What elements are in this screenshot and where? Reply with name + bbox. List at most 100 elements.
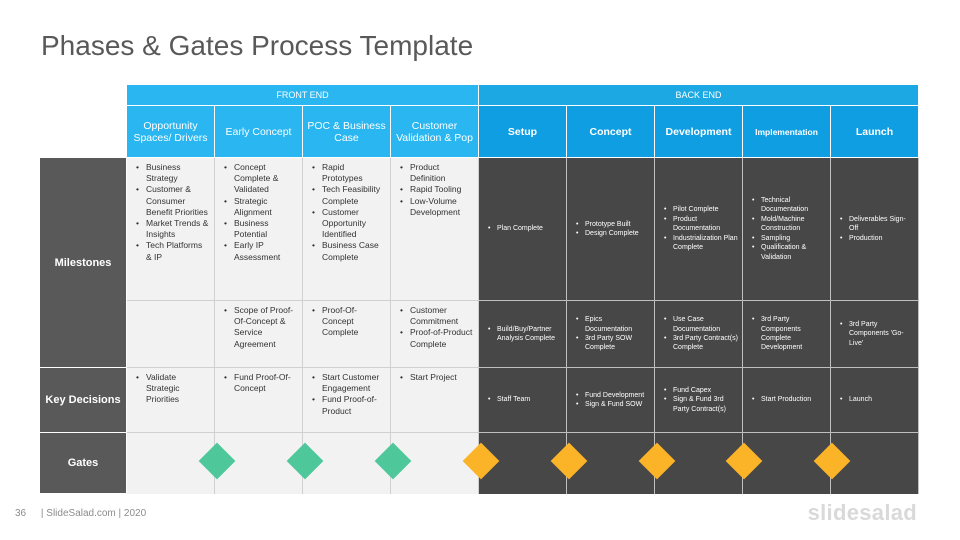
header-opportunity: Opportunity Spaces/ Drivers	[127, 106, 215, 158]
bullet-list: Fund CapexSign & Fund 3rd Party Contract…	[661, 386, 738, 414]
bullet-item: Industrialization Plan Complete	[661, 234, 738, 253]
bullet-item: Product Definition	[397, 162, 474, 184]
bullet-item: Sign & Fund 3rd Party Contract(s)	[661, 395, 738, 414]
milestone-a-cell: Prototype BuiltDesign Complete	[567, 158, 655, 301]
header-launch: Launch	[831, 106, 919, 158]
bullet-item: Fund Development	[573, 391, 644, 401]
key-decision-cell: Start Customer EngagementFund Proof-of-P…	[303, 368, 391, 433]
bullet-item: Fund Capex	[661, 386, 738, 396]
bullet-list: Fund DevelopmentSign & Fund SOW	[573, 391, 644, 410]
bullet-list: Pilot CompleteProduct DocumentationIndus…	[661, 205, 738, 252]
bullet-item: Start Project	[397, 372, 474, 383]
row-label-key-decisions: Key Decisions	[40, 368, 127, 433]
bullet-item: Sign & Fund SOW	[573, 400, 644, 410]
bullet-item: Scope of Proof-Of-Concept & Service Agre…	[221, 305, 298, 350]
bullet-list: Scope of Proof-Of-Concept & Service Agre…	[221, 305, 298, 350]
key-decision-cell: Fund CapexSign & Fund 3rd Party Contract…	[655, 368, 743, 433]
bullet-item: Build/Buy/Partner Analysis Complete	[485, 325, 562, 344]
bullet-list: 3rd Party Components Complete Developmen…	[749, 315, 826, 353]
bullet-item: Rapid Prototypes	[309, 162, 386, 184]
bullet-list: Business StrategyCustomer & Consumer Ben…	[133, 162, 210, 263]
bullet-item: Customer & Consumer Benefit Priorities	[133, 184, 210, 218]
milestone-a-cell: Plan Complete	[479, 158, 567, 301]
row-label-milestones: Milestones	[40, 158, 127, 368]
header-implementation: Implementation	[743, 106, 831, 158]
bullet-item: Business Potential	[221, 218, 298, 240]
bullet-item: Tech Platforms & IP	[133, 240, 210, 262]
bullet-list: Use Case Documentation3rd Party Contract…	[661, 315, 738, 353]
milestone-a-cell: Pilot CompleteProduct DocumentationIndus…	[655, 158, 743, 301]
key-decision-cell: Fund DevelopmentSign & Fund SOW	[567, 368, 655, 433]
bullet-item: Use Case Documentation	[661, 315, 738, 334]
bullet-item: Business Strategy	[133, 162, 210, 184]
key-decision-cell: Staff Team	[479, 368, 567, 433]
bullet-list: Prototype BuiltDesign Complete	[573, 220, 639, 239]
footer-text: | SlideSalad.com | 2020	[40, 508, 147, 519]
bullet-item: Customer Commitment	[397, 305, 474, 327]
bullet-item: Sampling	[749, 234, 826, 244]
bullet-item: 3rd Party Contract(s) Complete	[661, 334, 738, 353]
milestone-a-cell: Technical DocumentationMold/Machine Cons…	[743, 158, 831, 301]
bullet-list: Validate Strategic Priorities	[133, 372, 210, 406]
milestone-b-cell: Customer CommitmentProof-of-Product Comp…	[391, 301, 479, 368]
milestone-b-cell	[127, 301, 215, 368]
bullet-list: 3rd Party Components 'Go-Live'	[837, 320, 914, 348]
key-decision-cell: Validate Strategic Priorities	[127, 368, 215, 433]
bullet-item: 3rd Party Components 'Go-Live'	[837, 320, 914, 348]
bullet-item: Low-Volume Development	[397, 196, 474, 218]
bullet-item: Early IP Assessment	[221, 240, 298, 262]
bullet-item: Rapid Tooling	[397, 184, 474, 195]
key-decision-cell: Start Project	[391, 368, 479, 433]
bullet-list: Epics Documentation3rd Party SOW Complet…	[573, 315, 650, 353]
milestone-b-cell: 3rd Party Components Complete Developmen…	[743, 301, 831, 368]
bullet-list: Proof-Of-Concept Complete	[309, 305, 386, 339]
bullet-item: Technical Documentation	[749, 196, 826, 215]
bullet-item: Start Production	[749, 395, 811, 405]
header-setup: Setup	[479, 106, 567, 158]
row-label-gates: Gates	[40, 433, 127, 494]
key-decision-cell: Launch	[831, 368, 919, 433]
milestone-b-cell: Proof-Of-Concept Complete	[303, 301, 391, 368]
bullet-item: 3rd Party SOW Complete	[573, 334, 650, 353]
bullet-item: Deliverables Sign-Off	[837, 215, 914, 234]
header-poc: POC & Business Case	[303, 106, 391, 158]
bullet-list: Concept Complete & ValidatedStrategic Al…	[221, 162, 298, 263]
bullet-item: Staff Team	[485, 395, 530, 405]
milestone-b-cell: 3rd Party Components 'Go-Live'	[831, 301, 919, 368]
back-end-band: BACK END	[479, 85, 919, 106]
bullet-list: Launch	[837, 395, 872, 405]
slidesalad-logo: slidesalad	[807, 500, 917, 525]
bullet-list: Rapid PrototypesTech Feasibility Complet…	[309, 162, 386, 263]
bullet-item: Mold/Machine Construction	[749, 215, 826, 234]
bullet-item: Fund Proof-Of-Concept	[221, 372, 298, 394]
bullet-item: Qualification & Validation	[749, 243, 826, 262]
bullet-list: Build/Buy/Partner Analysis Complete	[485, 325, 562, 344]
bullet-list: Start Project	[397, 372, 474, 383]
bullet-list: Plan Complete	[485, 224, 543, 234]
milestone-a-cell: Business StrategyCustomer & Consumer Ben…	[127, 158, 215, 301]
bullet-item: Production	[837, 234, 914, 244]
bullet-item: Launch	[837, 395, 872, 405]
bullet-item: Pilot Complete	[661, 205, 738, 215]
bullet-list: Product DefinitionRapid ToolingLow-Volum…	[397, 162, 474, 218]
milestone-b-cell: Build/Buy/Partner Analysis Complete	[479, 301, 567, 368]
bullet-item: Product Documentation	[661, 215, 738, 234]
page-number: 36	[15, 508, 27, 519]
bullet-item: Design Complete	[573, 229, 639, 239]
header-development: Development	[655, 106, 743, 158]
bullet-list: Technical DocumentationMold/Machine Cons…	[749, 196, 826, 262]
bullet-list: Fund Proof-Of-Concept	[221, 372, 298, 394]
bullet-item: Business Case Complete	[309, 240, 386, 262]
bullet-item: Proof-Of-Concept Complete	[309, 305, 386, 339]
bullet-list: Deliverables Sign-OffProduction	[837, 215, 914, 244]
bullet-item: Fund Proof-of-Product	[309, 394, 386, 416]
milestone-b-cell: Epics Documentation3rd Party SOW Complet…	[567, 301, 655, 368]
key-decision-cell: Start Production	[743, 368, 831, 433]
bullet-item: Plan Complete	[485, 224, 543, 234]
header-corner-empty	[40, 106, 127, 158]
milestone-a-cell: Concept Complete & ValidatedStrategic Al…	[215, 158, 303, 301]
bullet-item: Customer Opportunity Identified	[309, 207, 386, 241]
bullet-item: Market Trends & Insights	[133, 218, 210, 240]
bullet-list: Staff Team	[485, 395, 530, 405]
milestone-a-cell: Deliverables Sign-OffProduction	[831, 158, 919, 301]
